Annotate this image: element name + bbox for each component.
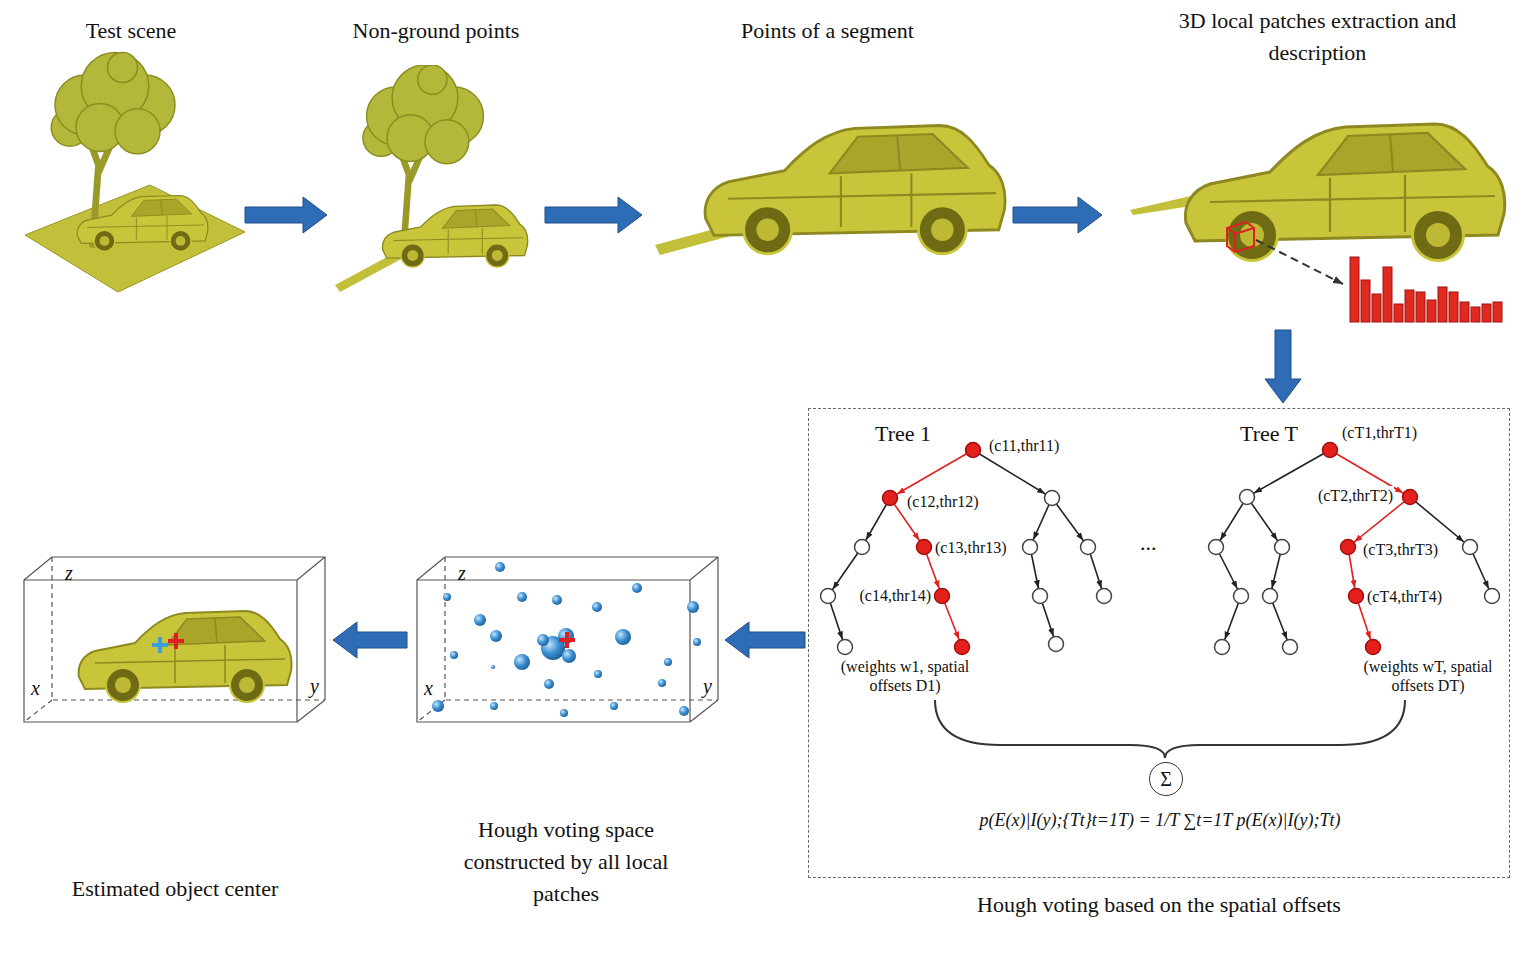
flow-arrow [545, 197, 642, 233]
split-label: (cT1,thrT1) [1341, 423, 1418, 442]
axis-label: x [31, 676, 40, 700]
tree-label: Tree 1 [875, 421, 931, 447]
split-label: (c14,thr14) [858, 586, 932, 605]
stage-panel: Estimated object center [20, 555, 330, 905]
sum-symbol: Σ [1160, 768, 1172, 790]
split-label: (c12,thr12) [906, 492, 980, 511]
stage-panel: Non-ground points [330, 15, 542, 295]
axis-label: z [458, 561, 466, 585]
stage-panel: Test scene [20, 15, 242, 295]
stage-title: Non-ground points [353, 15, 520, 47]
stage-title: Hough voting space constructed by all lo… [431, 814, 701, 910]
stage-title: 3D local patches extraction and descript… [1168, 5, 1468, 69]
split-label: (c13,thr13) [934, 538, 1008, 557]
leaf-label: (weights wT, spatial offsets DT) [1353, 657, 1503, 695]
axis-label: x [424, 676, 433, 700]
stage-panel: 3D local patches extraction and descript… [1105, 5, 1530, 325]
flow-arrow [333, 622, 407, 658]
stage-title: Test scene [86, 15, 177, 47]
split-label: (cT2,thrT2) [1317, 486, 1394, 505]
forest-box: Hough voting based on the spatial offset… [808, 408, 1510, 878]
stage-panel: Hough voting space constructed by all lo… [410, 555, 722, 910]
formula: p(E(x)|I(y);{Tt}t=1T) = 1/T ∑t=1T p(E(x)… [880, 810, 1440, 832]
stage-title: Hough voting based on the spatial offset… [809, 889, 1509, 921]
stage-panel: Points of a segment [645, 15, 1010, 295]
axis-label: y [703, 674, 712, 698]
tree-label: Tree T [1240, 421, 1298, 447]
split-label: (cT4,thrT4) [1366, 587, 1443, 606]
stage-title: Points of a segment [741, 15, 914, 47]
split-label: (cT3,thrT3) [1362, 540, 1439, 559]
flow-arrow [1265, 330, 1301, 403]
axis-label: z [65, 561, 73, 585]
ellipsis: ... [1140, 530, 1157, 556]
flow-arrow [725, 622, 805, 658]
leaf-label: (weights w1, spatial offsets D1) [830, 657, 980, 695]
sum-circle: Σ [1149, 762, 1183, 796]
axis-label: y [310, 674, 319, 698]
split-label: (c11,thr11) [988, 436, 1060, 455]
flow-arrow [1013, 197, 1102, 233]
stage-title: Estimated object center [72, 873, 278, 905]
flow-arrow [245, 197, 327, 233]
